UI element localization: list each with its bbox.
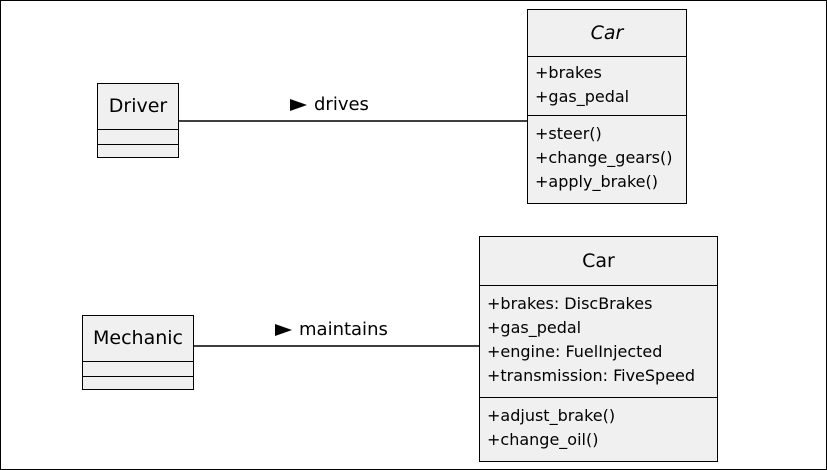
operation-change-gears: +change_gears() — [535, 148, 673, 167]
class-car-concrete-operations: +adjust_brake() +change_oil() — [480, 397, 717, 452]
drives-association-label: drives — [290, 94, 369, 115]
class-mechanic-operations — [83, 376, 193, 391]
attribute-transmission: +transmission: FiveSpeed — [487, 366, 696, 385]
maintains-association-label: maintains — [275, 319, 388, 340]
attribute-brakes: +brakes — [535, 63, 602, 82]
class-driver-attributes — [98, 129, 178, 144]
direction-arrow-icon — [275, 324, 292, 336]
class-driver-name: Driver — [108, 95, 168, 117]
class-car-abstract-operations: +steer() +change_gears() +apply_brake() — [528, 115, 686, 194]
class-mechanic-name: Mechanic — [93, 327, 183, 349]
class-driver: Driver — [97, 83, 179, 158]
operation-apply-brake: +apply_brake() — [535, 172, 658, 191]
drives-label-text: drives — [314, 94, 369, 115]
operation-adjust-brake: +adjust_brake() — [487, 406, 616, 425]
direction-arrow-icon — [290, 99, 307, 111]
attribute-brakes: +brakes: DiscBrakes — [487, 294, 653, 313]
class-car-concrete: Car +brakes: DiscBrakes +gas_pedal +engi… — [479, 236, 718, 462]
class-car-abstract-name: Car — [590, 22, 624, 44]
operation-change-oil: +change_oil() — [487, 430, 599, 449]
class-car-abstract-attributes: +brakes +gas_pedal — [528, 56, 686, 115]
attribute-gas-pedal: +gas_pedal — [535, 87, 630, 106]
class-car-concrete-name: Car — [582, 250, 615, 272]
class-car-concrete-attributes: +brakes: DiscBrakes +gas_pedal +engine: … — [480, 285, 717, 397]
class-mechanic-attributes — [83, 361, 193, 376]
class-car-abstract: Car +brakes +gas_pedal +steer() +change_… — [527, 9, 687, 204]
maintains-label-text: maintains — [299, 319, 388, 340]
class-mechanic: Mechanic — [82, 315, 194, 390]
class-driver-operations — [98, 144, 178, 159]
operation-steer: +steer() — [535, 124, 602, 143]
attribute-engine: +engine: FuelInjected — [487, 342, 663, 361]
attribute-gas-pedal: +gas_pedal — [487, 318, 582, 337]
